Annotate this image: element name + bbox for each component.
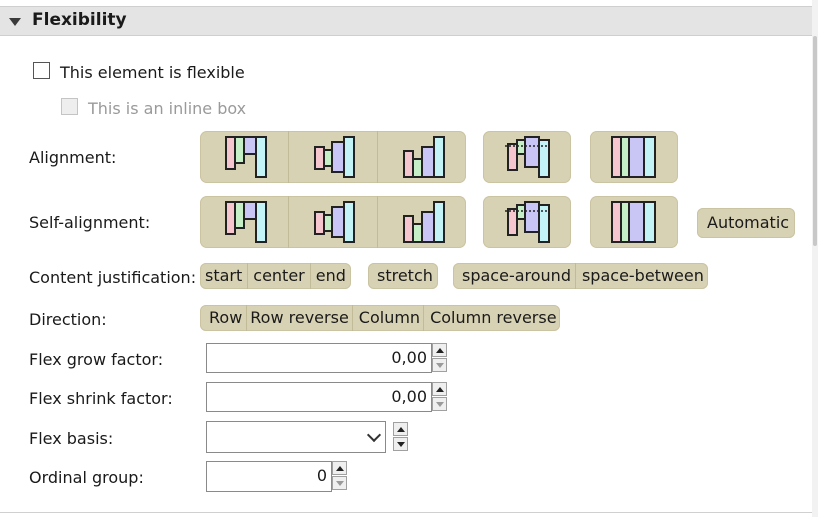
flex-grow-value: 0,00	[391, 348, 427, 367]
direction-label: Direction:	[29, 310, 107, 329]
align-stretch-icon	[611, 136, 656, 178]
flex-shrink-input[interactable]: 0,00	[206, 382, 432, 412]
content-justification-label: Content justification:	[29, 268, 197, 287]
align-end-button[interactable]	[377, 131, 466, 183]
self-align-baseline-icon	[505, 201, 550, 243]
self-align-baseline-button[interactable]	[483, 196, 571, 248]
spin-down-icon[interactable]	[432, 397, 447, 411]
align-baseline-group	[483, 131, 571, 183]
self-align-end-button[interactable]	[377, 196, 466, 248]
flex-basis-spinner[interactable]	[393, 422, 408, 452]
align-center-button[interactable]	[288, 131, 377, 183]
spin-up-icon[interactable]	[393, 422, 408, 436]
section-bottom-divider	[0, 512, 812, 513]
justify-stretch-group: stretch	[368, 263, 438, 289]
align-center-icon	[314, 136, 355, 178]
chevron-down-icon[interactable]	[366, 427, 382, 443]
self-alignment-button-group	[200, 196, 466, 248]
justification-group: start center end	[200, 263, 351, 289]
vertical-scrollbar[interactable]	[812, 0, 818, 517]
spin-up-icon[interactable]	[432, 343, 447, 357]
flexible-checkbox[interactable]	[33, 62, 50, 79]
ordinal-group-input[interactable]: 0	[206, 461, 332, 492]
justify-center-button[interactable]: center	[247, 263, 309, 289]
self-align-stretch-button[interactable]	[590, 196, 678, 248]
flex-grow-label: Flex grow factor:	[29, 350, 164, 369]
flex-grow-input[interactable]: 0,00	[206, 343, 432, 373]
self-align-start-icon	[225, 201, 267, 243]
align-start-button[interactable]	[200, 131, 288, 183]
ordinal-group-label: Ordinal group:	[29, 468, 144, 487]
spin-down-icon[interactable]	[432, 358, 447, 372]
self-align-end-icon	[403, 201, 445, 243]
direction-group: Row Row reverse Column Column reverse	[200, 305, 560, 331]
justify-space-between-button[interactable]: space-between	[574, 263, 708, 289]
flex-basis-label: Flex basis:	[29, 429, 114, 448]
justify-start-button[interactable]: start	[205, 266, 243, 285]
justify-space-group: space-around space-between	[453, 263, 708, 289]
direction-row-button[interactable]: Row	[209, 308, 243, 327]
automatic-button[interactable]: Automatic	[707, 213, 790, 232]
flex-grow-spinner[interactable]	[432, 343, 447, 373]
direction-column-reverse-button[interactable]: Column reverse	[423, 305, 560, 331]
self-align-baseline-group	[483, 196, 571, 248]
self-align-center-button[interactable]	[288, 196, 377, 248]
self-align-stretch-icon	[611, 201, 656, 243]
flex-shrink-value: 0,00	[391, 387, 427, 406]
direction-row-reverse-button[interactable]: Row reverse	[246, 305, 352, 331]
scrollbar-thumb[interactable]	[813, 36, 817, 246]
ordinal-group-value: 0	[316, 466, 327, 485]
inline-box-checkbox[interactable]	[61, 98, 78, 115]
align-start-icon	[225, 136, 267, 178]
align-baseline-button[interactable]	[483, 131, 571, 183]
section-header[interactable]: Flexibility	[0, 6, 812, 36]
justify-stretch-button[interactable]: stretch	[377, 266, 433, 285]
flex-basis-select[interactable]	[206, 421, 386, 453]
self-align-center-icon	[314, 201, 355, 243]
alignment-label: Alignment:	[29, 148, 117, 167]
flexible-label: This element is flexible	[60, 63, 245, 82]
align-baseline-icon	[505, 136, 550, 178]
self-alignment-label: Self-alignment:	[29, 213, 151, 232]
align-stretch-button[interactable]	[590, 131, 678, 183]
justify-end-button[interactable]: end	[309, 263, 351, 289]
section-title: Flexibility	[32, 10, 127, 30]
flex-shrink-spinner[interactable]	[432, 382, 447, 412]
inline-box-label: This is an inline box	[88, 99, 247, 118]
direction-column-button[interactable]: Column	[351, 305, 423, 331]
align-stretch-group	[590, 131, 678, 183]
flex-shrink-label: Flex shrink factor:	[29, 389, 173, 408]
spin-up-icon[interactable]	[432, 382, 447, 396]
justify-space-around-button[interactable]: space-around	[462, 266, 571, 285]
self-align-stretch-group	[590, 196, 678, 248]
ordinal-group-spinner[interactable]	[332, 461, 347, 491]
align-end-icon	[403, 136, 445, 178]
alignment-button-group	[200, 131, 466, 183]
self-align-start-button[interactable]	[200, 196, 288, 248]
collapse-triangle-icon[interactable]	[9, 18, 21, 26]
spin-down-icon[interactable]	[332, 476, 347, 490]
spin-up-icon[interactable]	[332, 461, 347, 475]
self-align-automatic-group: Automatic	[697, 208, 796, 238]
spin-down-icon[interactable]	[393, 437, 408, 451]
